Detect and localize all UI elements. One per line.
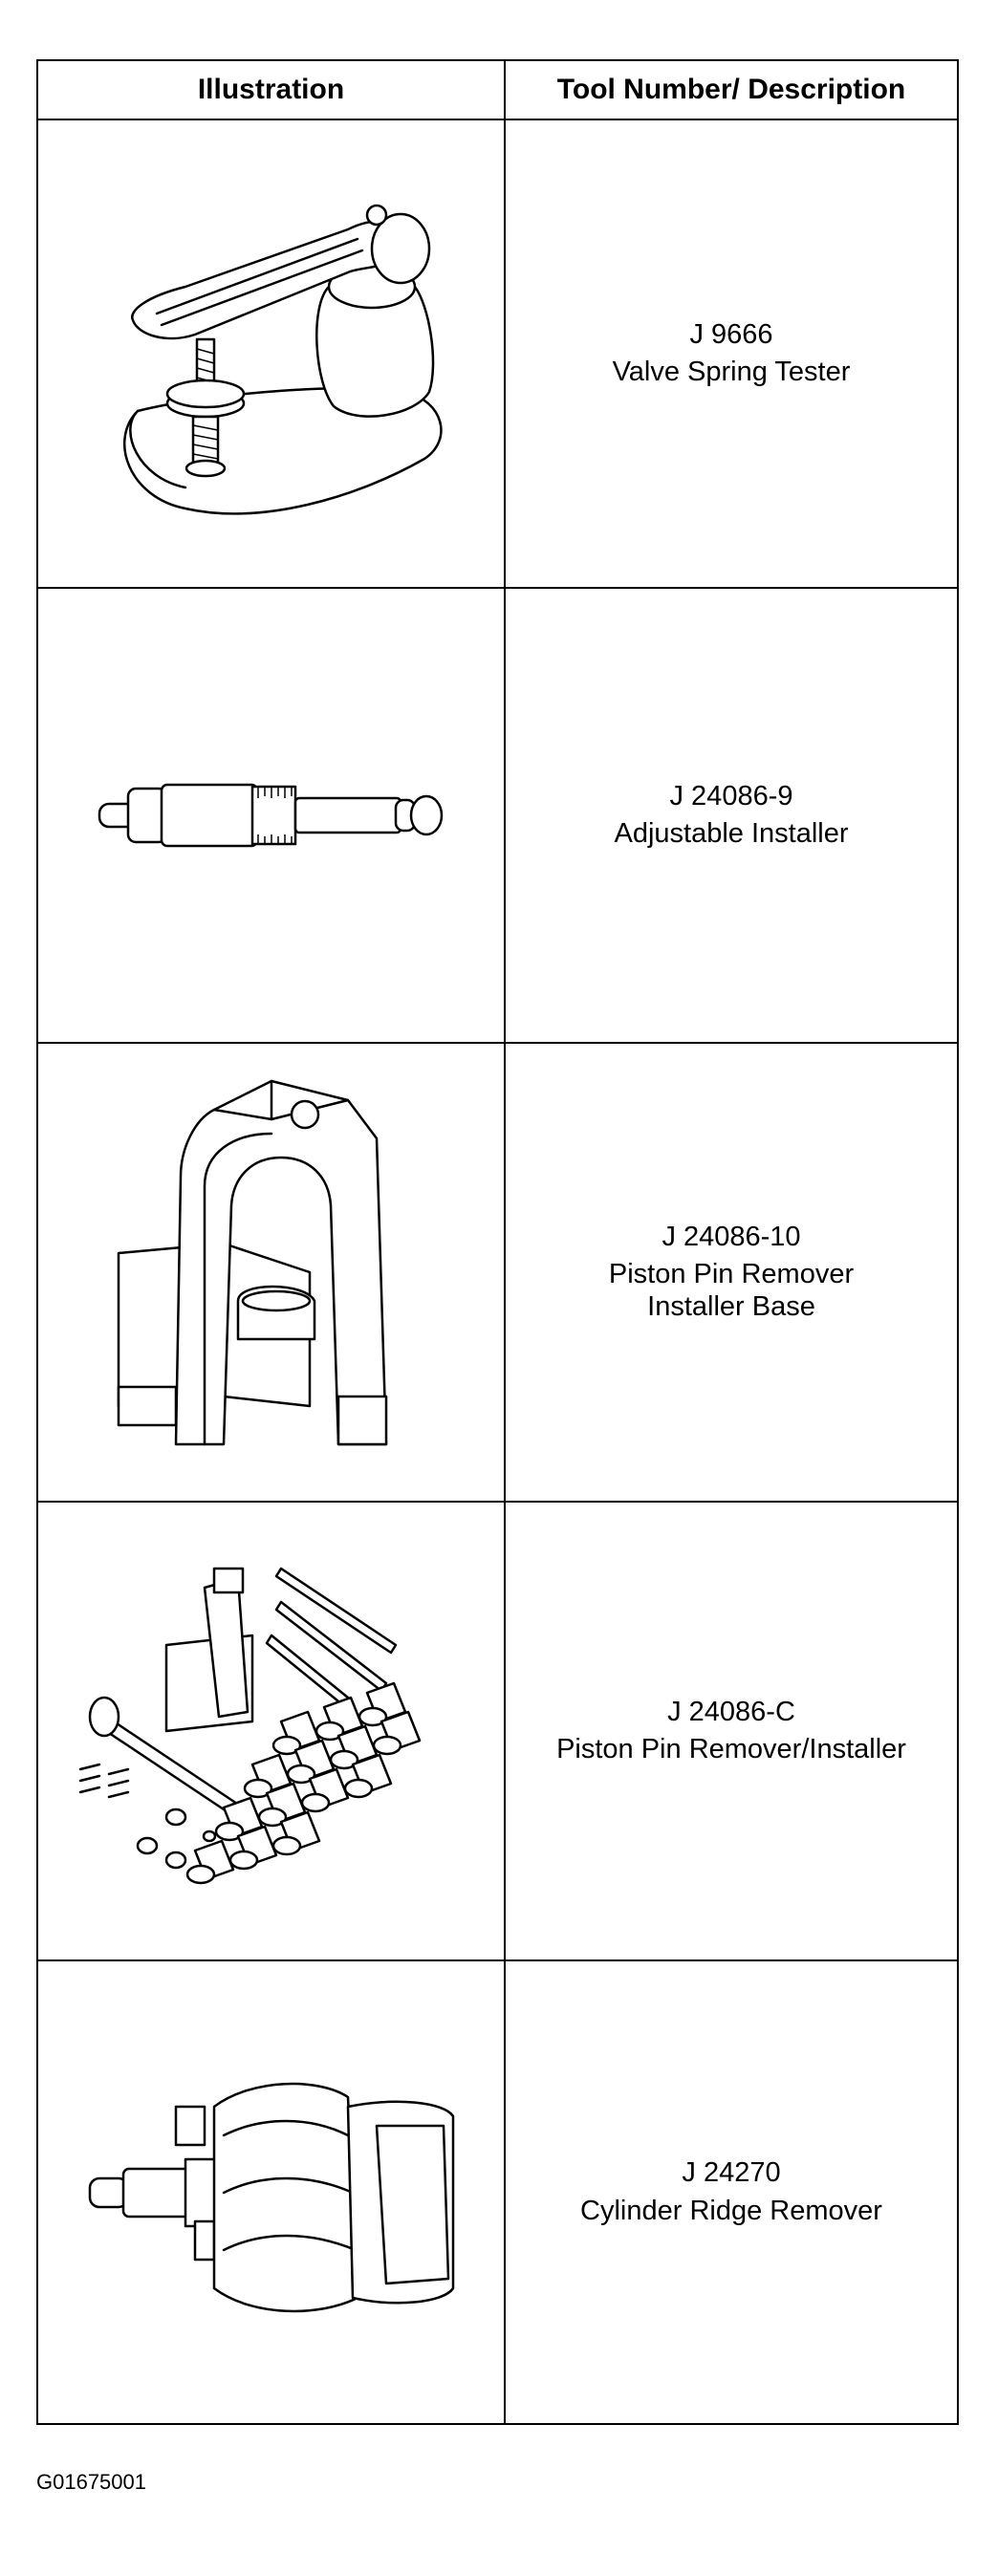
cylinder-ridge-remover-illustration [38, 1961, 504, 2423]
tool-number: J 9666 [689, 318, 773, 350]
tool-number: J 24270 [682, 2157, 781, 2189]
piston-pin-remover-installer-kit-illustration [38, 1503, 504, 1959]
tool-number: J 24086-9 [669, 780, 793, 812]
tool-description: Cylinder Ridge Remover [580, 2195, 882, 2226]
header-tool-number-description: Tool Number/ Description [556, 74, 906, 105]
tool-description: Valve Spring Tester [612, 357, 851, 387]
valve-spring-tester-illustration [38, 120, 504, 587]
row-divider [38, 1501, 957, 1503]
description-cell: J 24086-C Piston Pin Remover/Installer [506, 1503, 957, 1959]
table-row: J 24086-9 Adjustable Installer [38, 589, 957, 1042]
figure-code: G01675001 [36, 2470, 146, 2494]
special-tools-table: Illustration Tool Number/ Description [36, 59, 959, 2425]
tool-number: J 24086-C [667, 1696, 795, 1727]
table-row: J 24086-10 Piston Pin Remover Installer … [38, 1044, 957, 1501]
adjustable-installer-illustration [38, 589, 504, 1042]
row-divider [38, 1959, 957, 1961]
row-divider [38, 587, 957, 589]
tool-number: J 24086-10 [662, 1221, 801, 1252]
row-divider [38, 1042, 957, 1044]
column-divider [504, 61, 506, 2423]
description-cell: J 24270 Cylinder Ridge Remover [506, 1961, 957, 2423]
description-cell: J 24086-10 Piston Pin Remover Installer … [506, 1044, 957, 1501]
table-header-row: Illustration Tool Number/ Description [38, 61, 957, 120]
tool-description-line-2: Installer Base [647, 1290, 815, 1322]
tool-description: Piston Pin Remover/Installer [556, 1734, 906, 1764]
header-illustration: Illustration [197, 74, 345, 105]
table-row: J 9666 Valve Spring Tester [38, 120, 957, 587]
piston-pin-remover-base-illustration [38, 1044, 504, 1501]
table-row: J 24086-C Piston Pin Remover/Installer [38, 1503, 957, 1959]
tool-description-line-1: Piston Pin Remover [608, 1259, 855, 1290]
description-cell: J 24086-9 Adjustable Installer [506, 589, 957, 1042]
description-cell: J 9666 Valve Spring Tester [506, 120, 957, 587]
tool-description: Adjustable Installer [614, 818, 849, 849]
table-row: J 24270 Cylinder Ridge Remover [38, 1961, 957, 2423]
